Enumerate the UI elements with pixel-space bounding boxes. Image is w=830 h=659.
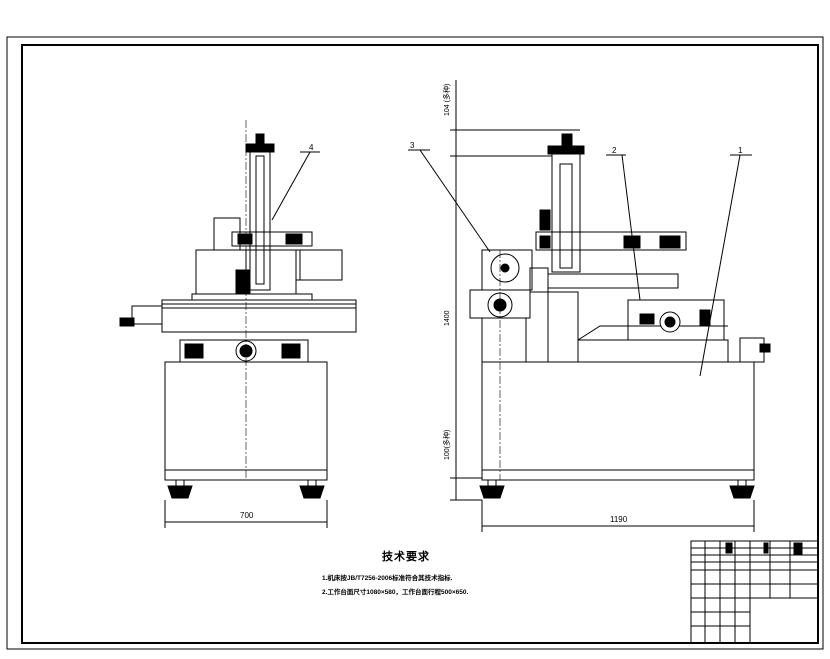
side-foot-left	[479, 479, 505, 499]
note-line-1: 1.机床按JB/T7256-2006标准符合其技术指标.	[322, 575, 453, 582]
side-upper-arm	[535, 231, 687, 251]
dim-700: 700	[240, 511, 254, 520]
front-carriage-left	[184, 343, 204, 359]
front-foot-left	[167, 479, 193, 499]
side-cabinet	[481, 361, 755, 481]
callout-4: 4	[309, 143, 314, 152]
side-view: 3 2 1 1190 104 (多种) 1400 100(多种)	[408, 80, 771, 532]
front-carriage-right	[281, 343, 301, 359]
front-motor	[295, 249, 343, 281]
callout-2: 2	[612, 146, 617, 155]
dim-100: 100(多种)	[442, 430, 451, 460]
dim-1400: 1400	[444, 310, 451, 326]
front-handle	[119, 317, 135, 327]
callout-3-leader	[419, 149, 491, 253]
front-view: 4 700	[119, 120, 357, 528]
side-foot-right	[729, 479, 755, 499]
inner-frame	[21, 44, 819, 644]
title-block	[690, 540, 819, 644]
front-worktable	[161, 299, 357, 333]
callout-2-leader	[621, 154, 641, 301]
dim-104: 104 (多种)	[442, 84, 451, 116]
callout-4-leader	[271, 151, 311, 221]
dim-1190: 1190	[610, 515, 628, 524]
side-column	[551, 153, 581, 273]
callout-1: 1	[738, 146, 743, 155]
outer-frame	[6, 36, 824, 650]
side-table	[627, 299, 725, 341]
front-column	[249, 149, 271, 291]
front-foot-right	[299, 479, 325, 499]
callout-1-leader	[699, 154, 741, 377]
side-lower-arm	[547, 273, 679, 289]
callout-3: 3	[410, 141, 415, 150]
note-line-2: 2.工作台面尺寸1080×580，工作台面行程500×650.	[322, 589, 469, 596]
notes-title: 技术要求	[382, 551, 430, 563]
